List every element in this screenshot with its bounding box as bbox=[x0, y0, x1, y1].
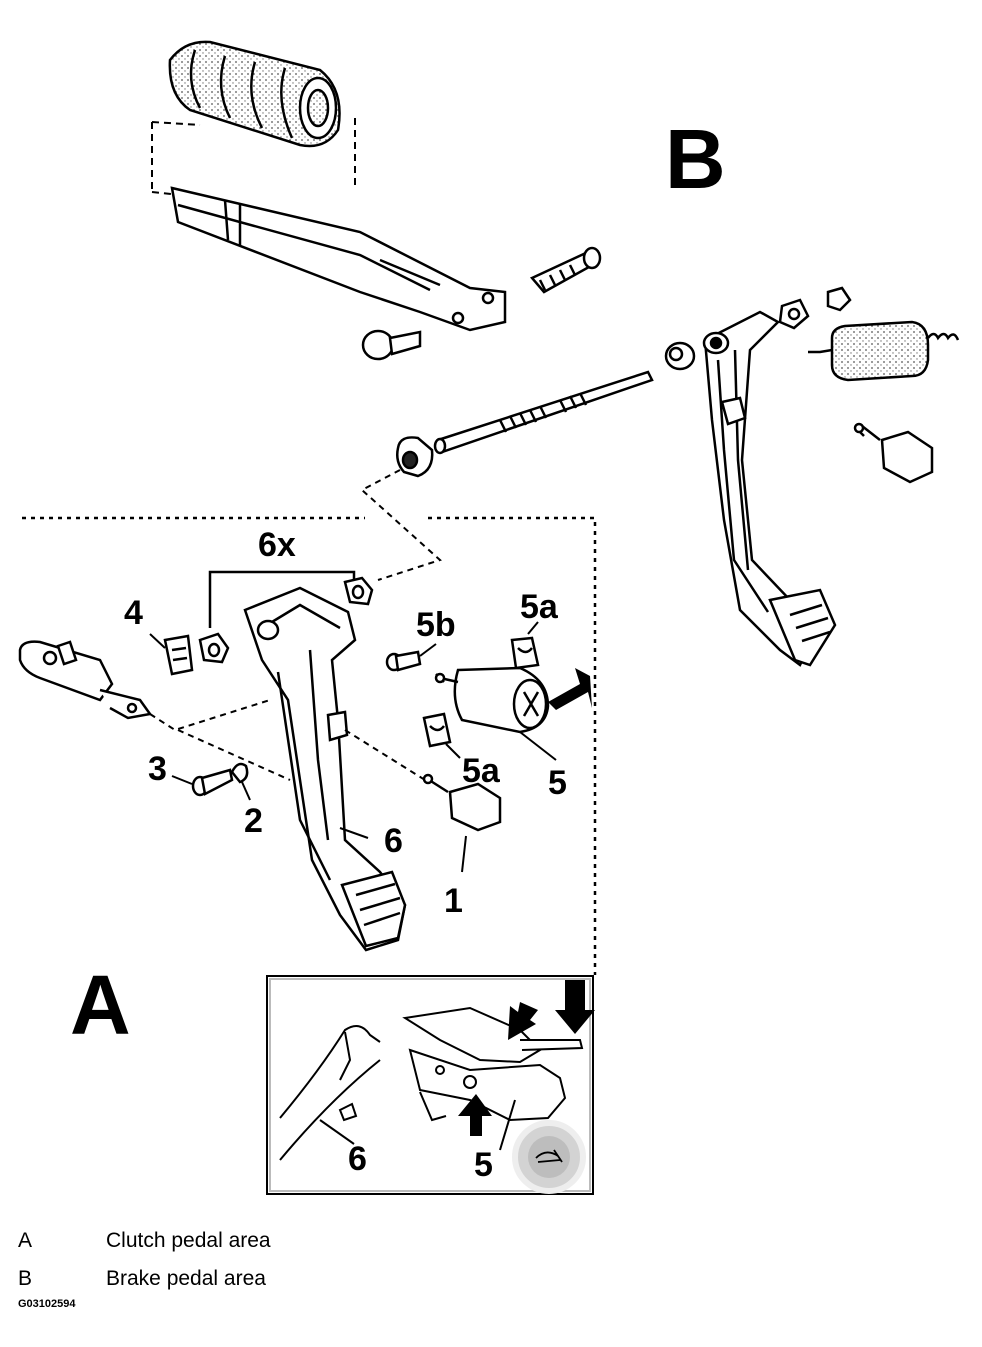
legend-text: Brake pedal area bbox=[106, 1267, 266, 1290]
link-dashes-b-to-a bbox=[360, 469, 442, 581]
part-1-pedal-switch bbox=[422, 773, 502, 832]
pedal-assembly-diagram: B A 6x 4 5b 5a 5a 5 3 2 6 1 6 5 bbox=[18, 40, 960, 1195]
leader-3 bbox=[171, 775, 193, 785]
section-label-b: B bbox=[665, 112, 726, 206]
part-5a-clip-lower bbox=[422, 712, 452, 748]
brake-light-switch bbox=[853, 422, 934, 484]
part-6x-bushing-upper bbox=[343, 576, 374, 606]
leader-2 bbox=[241, 781, 251, 801]
callout-2: 2 bbox=[244, 802, 263, 840]
inset-arrow-down-1 bbox=[555, 980, 595, 1034]
brake-nut bbox=[778, 286, 852, 330]
callout-6x: 6x bbox=[258, 526, 296, 564]
cylinder-link-dashes bbox=[149, 699, 291, 781]
inset-detail-view bbox=[266, 975, 595, 1195]
leader-5b bbox=[419, 643, 437, 657]
callout-5a-upper: 5a bbox=[520, 588, 559, 626]
bracket-bolt bbox=[529, 246, 602, 294]
legend: A Clutch pedal area B Brake pedal area bbox=[18, 1222, 618, 1298]
shaft-spacer bbox=[664, 341, 696, 371]
inset-arrow-down-2 bbox=[508, 1002, 538, 1040]
master-cylinder bbox=[18, 640, 153, 720]
inset-callout-5: 5 bbox=[474, 1146, 493, 1184]
bracket-6x bbox=[208, 570, 356, 628]
figure-id: G03102594 bbox=[18, 1298, 76, 1310]
part-2-clip bbox=[230, 762, 249, 784]
rubber-boot bbox=[168, 40, 341, 148]
callout-5: 5 bbox=[548, 764, 567, 802]
leader-5a-upper bbox=[527, 621, 539, 635]
legend-text: Clutch pedal area bbox=[106, 1229, 271, 1252]
legend-row-a: A Clutch pedal area bbox=[18, 1222, 618, 1260]
part-5-actuator bbox=[434, 666, 550, 734]
boot-leader-dash bbox=[151, 121, 201, 196]
brake-spring-damper bbox=[808, 320, 960, 382]
clutch-pedal bbox=[243, 586, 407, 952]
pedal-switch-dashes bbox=[344, 729, 426, 781]
callout-5a-lower: 5a bbox=[462, 752, 501, 790]
callout-5b: 5b bbox=[416, 606, 456, 644]
part-6x-bushing-lower bbox=[198, 632, 230, 664]
callout-4: 4 bbox=[124, 594, 143, 632]
part-5a-clip-upper bbox=[510, 636, 540, 670]
legend-row-b: B Brake pedal area bbox=[18, 1260, 618, 1298]
arrow-actuator bbox=[548, 668, 592, 710]
part-3-pin bbox=[191, 768, 234, 797]
shaft-bushing bbox=[396, 436, 434, 478]
legend-key: A bbox=[18, 1229, 33, 1252]
bracket-rivet bbox=[361, 329, 422, 361]
callout-3: 3 bbox=[148, 750, 167, 788]
part-5b-bolt bbox=[385, 650, 422, 672]
leader-4 bbox=[149, 633, 166, 649]
leader-1 bbox=[461, 835, 467, 873]
inset-callout-6: 6 bbox=[348, 1140, 367, 1178]
leader-5a-lower bbox=[445, 743, 461, 759]
callout-1: 1 bbox=[444, 882, 463, 920]
legend-key: B bbox=[18, 1267, 33, 1290]
inset-arrow-up bbox=[458, 1094, 492, 1136]
section-label-a: A bbox=[70, 958, 131, 1052]
pedal-bracket bbox=[170, 186, 507, 332]
pivot-shaft bbox=[433, 370, 654, 455]
leader-6 bbox=[339, 827, 369, 839]
brake-pedal bbox=[702, 310, 837, 667]
part-4-clip bbox=[163, 634, 194, 676]
area-a-frame bbox=[22, 516, 597, 975]
callout-6: 6 bbox=[384, 822, 403, 860]
leader-5 bbox=[519, 731, 557, 761]
